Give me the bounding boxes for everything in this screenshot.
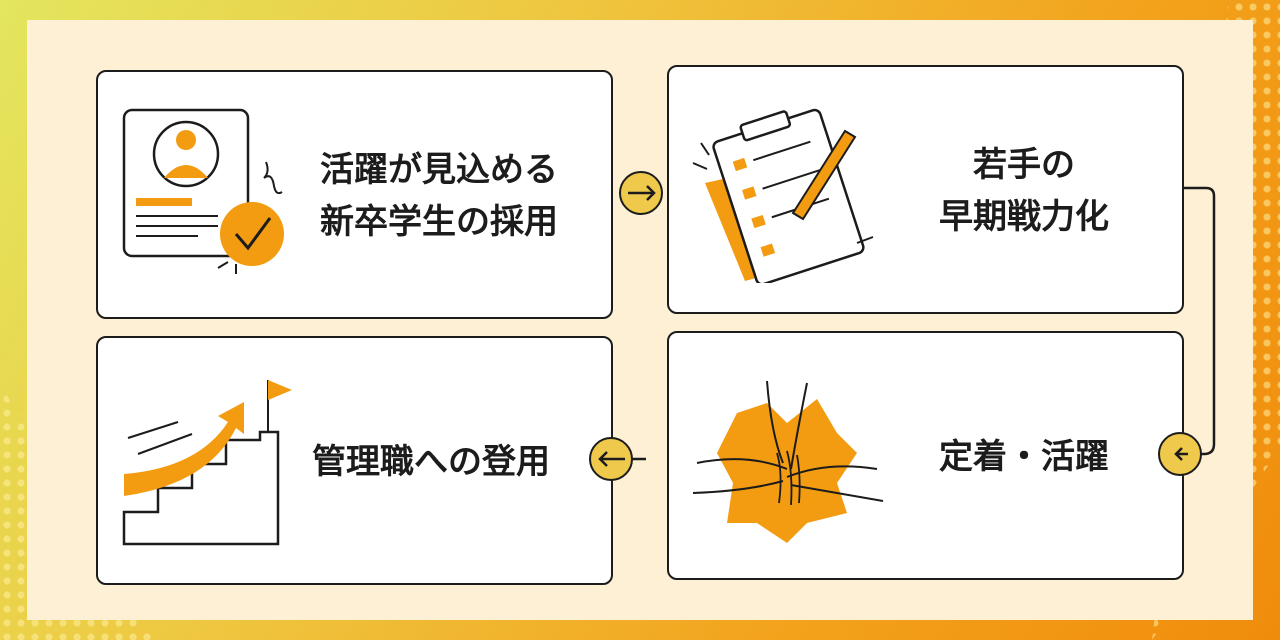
- step-label: 活躍が見込める 新卒学生の採用: [320, 144, 558, 248]
- step-card-new-graduate-hiring: 活躍が見込める 新卒学生の採用: [96, 70, 613, 319]
- arrow-left-icon: [1158, 432, 1202, 476]
- connector-line: [1180, 186, 1216, 456]
- step-label: 定着・活躍: [939, 431, 1109, 483]
- step-card-retention: 定着・活躍: [667, 331, 1184, 580]
- stairs-flag-icon: [122, 380, 292, 546]
- step-label-line2: 早期戦力化: [939, 197, 1109, 237]
- step-label-line1: 若手の: [973, 145, 1075, 185]
- step-card-early-contribution: 若手の 早期戦力化: [667, 65, 1184, 314]
- clipboard-checklist-icon: [692, 108, 874, 283]
- step-card-manager-promotion: 管理職への登用: [96, 336, 613, 585]
- arrow-right-icon: [619, 171, 663, 215]
- step-label-line1: 定着・活躍: [939, 437, 1109, 477]
- arrow-left-icon: [589, 437, 646, 481]
- step-label: 管理職への登用: [312, 436, 550, 488]
- step-label-line1: 管理職への登用: [312, 442, 550, 482]
- resume-check-icon: [122, 108, 284, 274]
- step-label-line2: 新卒学生の採用: [320, 202, 558, 242]
- step-label-line1: 活躍が見込める: [320, 150, 558, 190]
- stacked-hands-icon: [692, 380, 884, 543]
- step-label: 若手の 早期戦力化: [939, 139, 1109, 243]
